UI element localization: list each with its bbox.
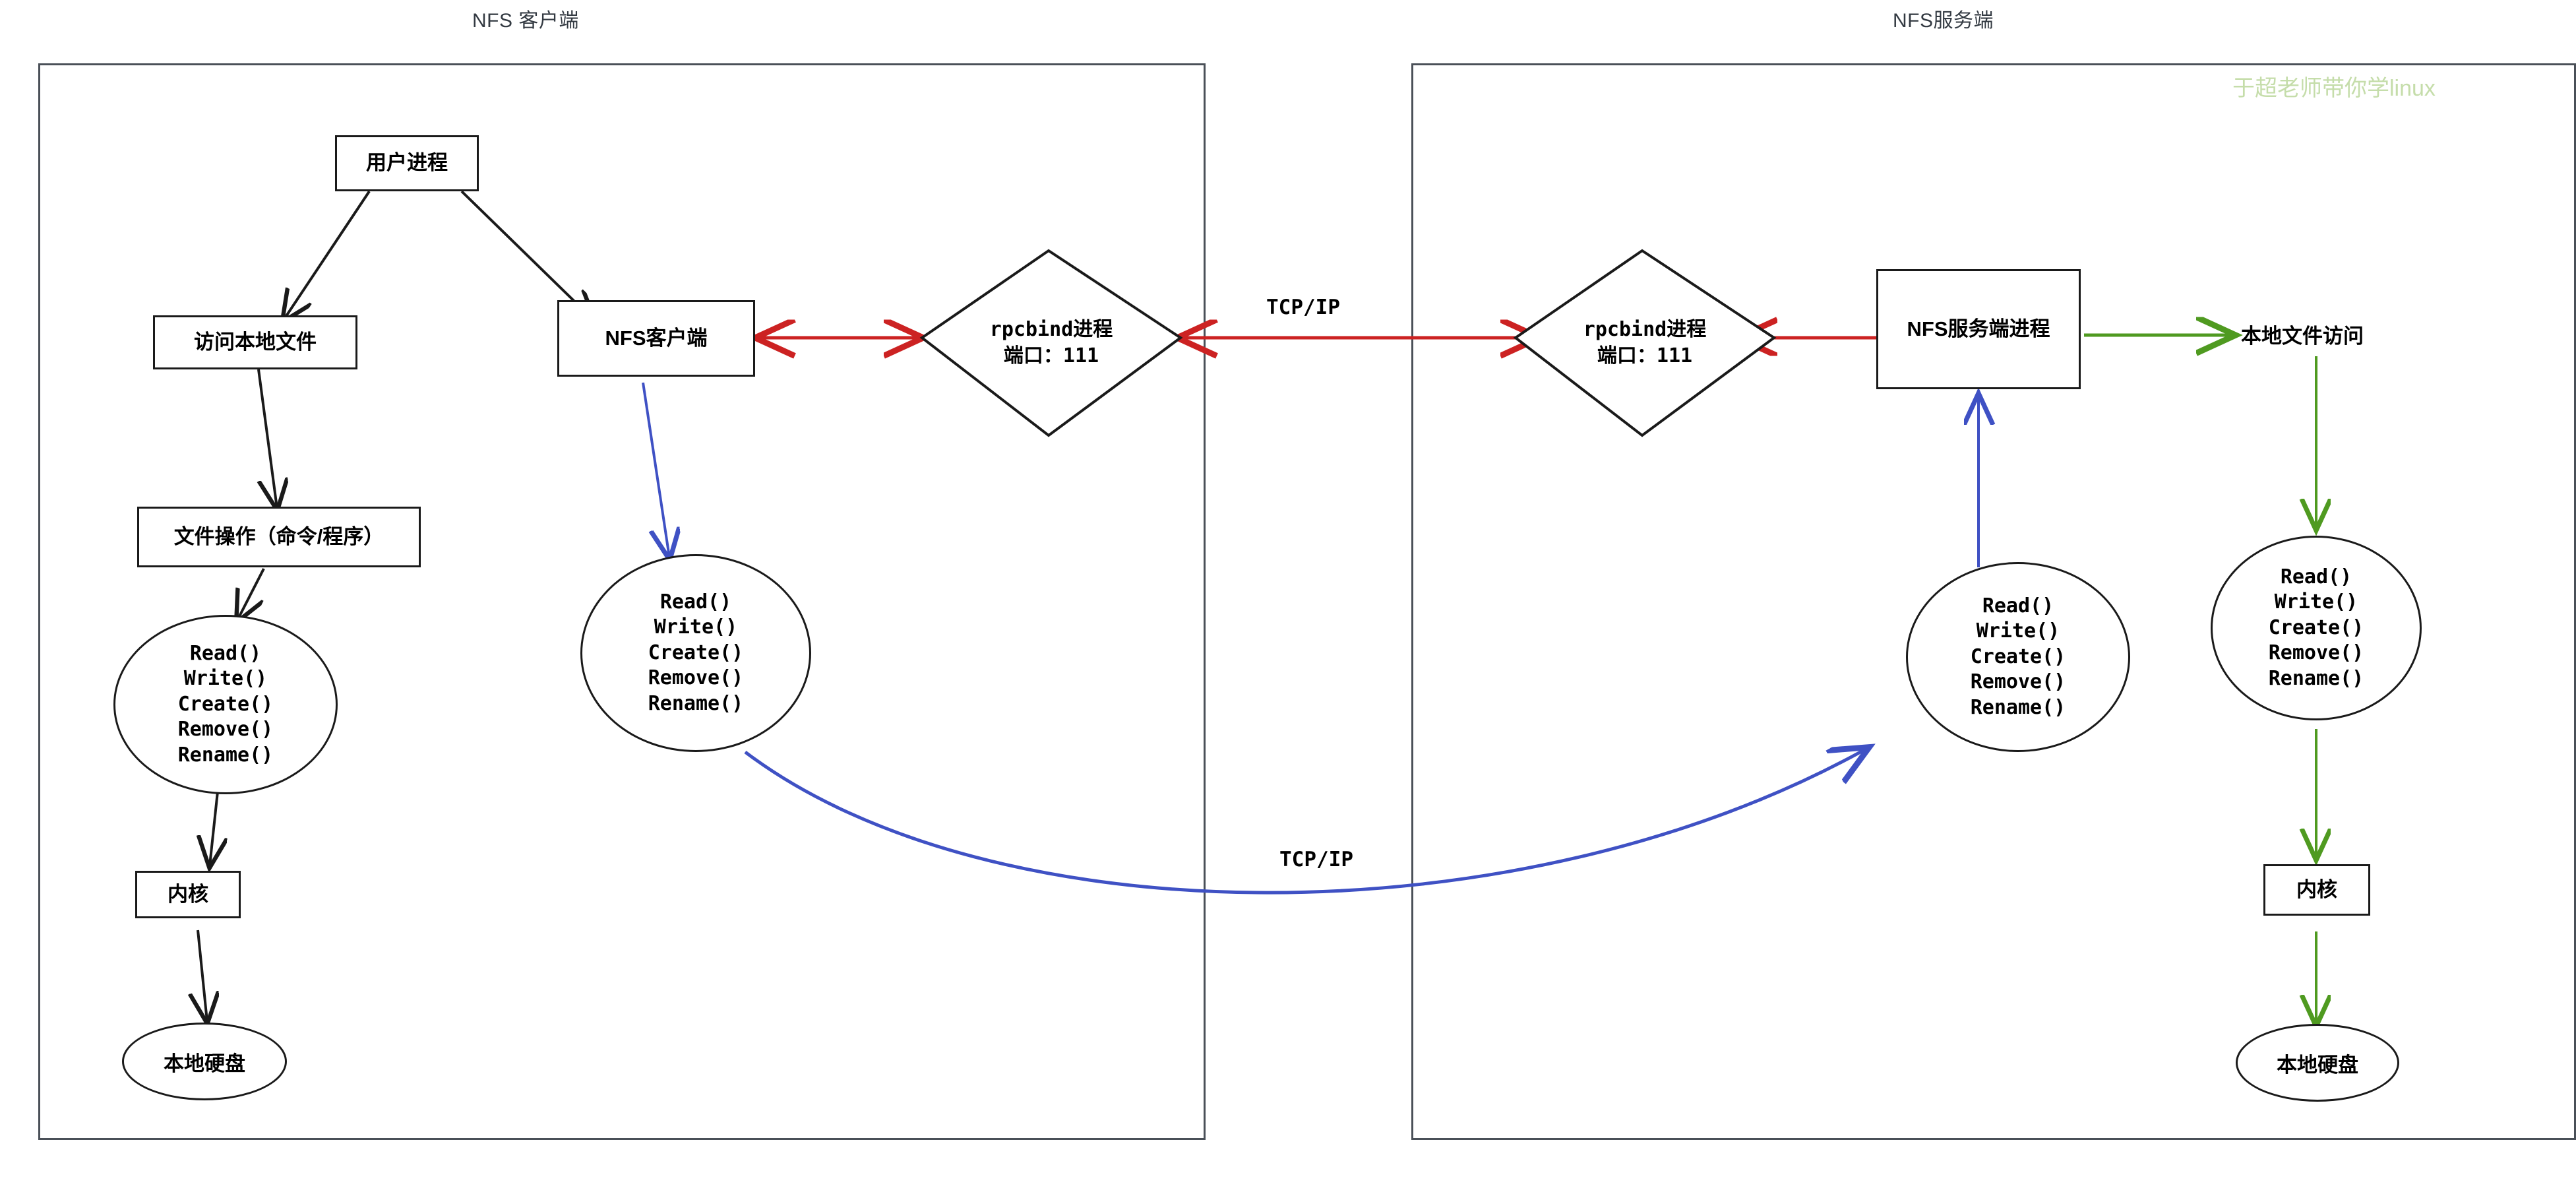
rpcbind-server-port: 端口：111 bbox=[1597, 344, 1693, 367]
rpcbind-server-name: rpcbind进程 bbox=[1583, 317, 1707, 341]
node-rpcbind-server[interactable]: rpcbind进程 端口：111 bbox=[1516, 251, 1774, 435]
node-client-kernel[interactable]: 内核 bbox=[135, 871, 241, 918]
rpcbind-client-port: 端口：111 bbox=[1003, 344, 1099, 367]
node-access-local-file[interactable]: 访问本地文件 bbox=[153, 315, 357, 369]
client-panel-title: NFS 客户端 bbox=[472, 10, 579, 32]
node-nfs-client-calls[interactable]: Read() Write() Create() Remove() Rename(… bbox=[580, 554, 811, 752]
node-local-file-access[interactable]: 本地文件访问 bbox=[2241, 325, 2364, 348]
rpcbind-client-name: rpcbind进程 bbox=[989, 317, 1113, 341]
node-file-operations[interactable]: 文件操作（命令/程序） bbox=[137, 507, 421, 567]
node-client-syscalls[interactable]: Read() Write() Create() Remove() Rename(… bbox=[113, 615, 338, 794]
node-server-kernel[interactable]: 内核 bbox=[2263, 864, 2370, 916]
node-nfs-server-process[interactable]: NFS服务端进程 bbox=[1876, 269, 2081, 389]
node-user-process[interactable]: 用户进程 bbox=[335, 135, 479, 191]
node-rpcbind-client[interactable]: rpcbind进程 端口：111 bbox=[922, 251, 1181, 435]
watermark-text: 于超老师带你学linux bbox=[2232, 76, 2436, 101]
edge-label-nfs-tcpip: TCP/IP bbox=[1279, 848, 1353, 871]
node-server-local-disk[interactable]: 本地硬盘 bbox=[2236, 1024, 2399, 1102]
node-server-nfs-calls[interactable]: Read() Write() Create() Remove() Rename(… bbox=[1906, 562, 2130, 752]
edge-label-rpc-tcpip: TCP/IP bbox=[1266, 296, 1340, 319]
node-client-local-disk[interactable]: 本地硬盘 bbox=[122, 1023, 287, 1100]
client-panel-container bbox=[38, 63, 1206, 1140]
node-nfs-client[interactable]: NFS客户端 bbox=[557, 300, 755, 377]
server-panel-container bbox=[1411, 63, 2576, 1140]
server-panel-title: NFS服务端 bbox=[1893, 10, 1994, 32]
node-server-local-calls[interactable]: Read() Write() Create() Remove() Rename(… bbox=[2211, 536, 2422, 720]
